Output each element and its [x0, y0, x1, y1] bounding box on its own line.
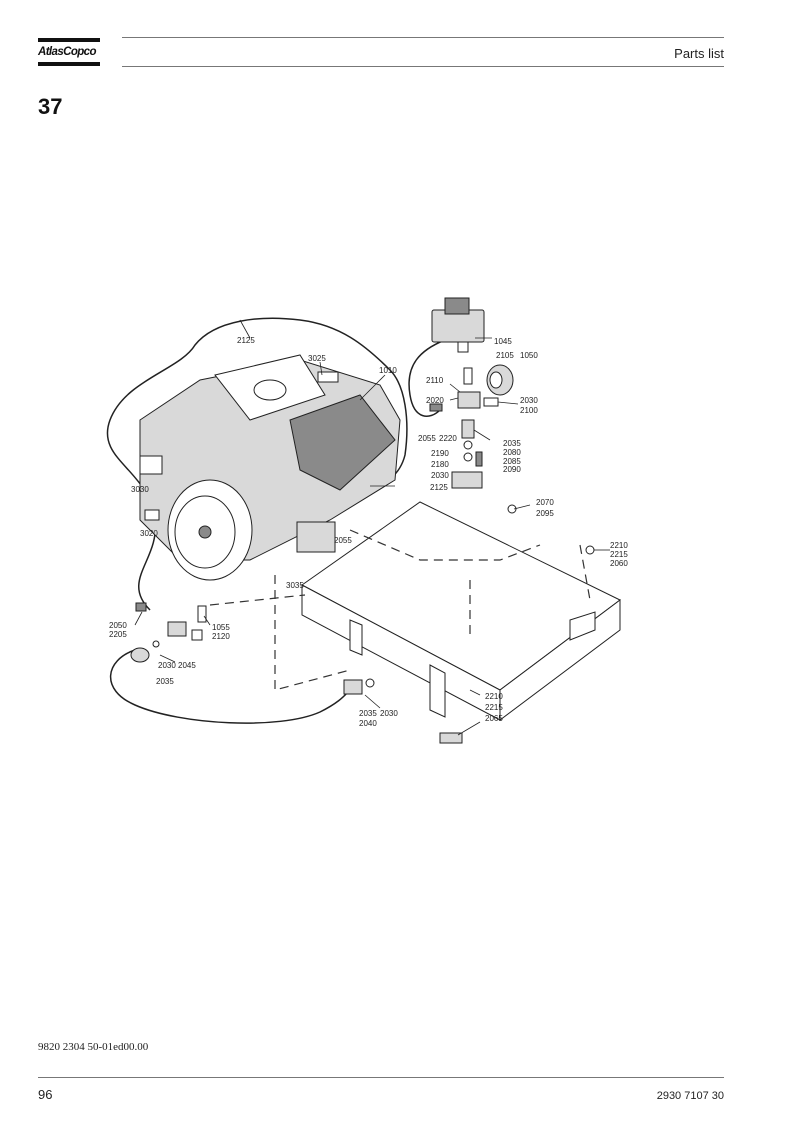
callout-2080: 2080	[503, 448, 521, 457]
callout-2210: 2210	[610, 541, 628, 550]
assembly-line-e	[579, 544, 591, 601]
callout-2095: 2095	[536, 509, 554, 518]
callout-2085: 2085	[503, 457, 521, 466]
callout-2030: 2030	[431, 471, 449, 480]
callout-1010: 1010	[379, 366, 397, 375]
valve-block-2020	[429, 367, 595, 693]
callout-1045: 1045	[494, 337, 512, 346]
callout-2070: 2070	[536, 498, 554, 507]
callout-2055-lower: 2055	[334, 536, 352, 545]
callout-3025: 3025	[308, 354, 326, 363]
callout-2050: 2050	[109, 621, 127, 630]
pressure-gauge-1050	[486, 364, 514, 396]
callout-2110: 2110	[426, 376, 444, 385]
callout-2120: 2120	[212, 632, 230, 641]
header-rule-top	[122, 37, 724, 38]
section-title: Parts list	[674, 46, 724, 61]
callout-2220: 2220	[439, 434, 457, 443]
callout-2205: 2205	[109, 630, 127, 639]
callout-3020: 3020	[140, 529, 158, 538]
fittings-2045	[130, 602, 375, 695]
base-frame-2060	[301, 501, 621, 744]
callout-2105: 2105	[496, 351, 514, 360]
callout-2090: 2090	[503, 465, 521, 474]
callout-2100: 2100	[520, 406, 538, 415]
callout-3035: 3035	[286, 581, 304, 590]
callout-2030: 2030	[520, 396, 538, 405]
callout-2035: 2035	[503, 439, 521, 448]
callout-2040: 2040	[359, 719, 377, 728]
assembly-line-a	[274, 575, 351, 691]
folio-number: 96	[38, 1087, 53, 1102]
logo-bar-bottom	[38, 62, 100, 66]
callout-2060: 2060	[610, 559, 628, 568]
pipe-1045-loop	[408, 339, 446, 417]
callout-2215: 2215	[610, 550, 628, 559]
callout-2035-lower: 2035	[156, 677, 174, 686]
callout-2190: 2190	[431, 449, 449, 458]
callout-2180: 2180	[431, 460, 449, 469]
pipe-2040	[109, 649, 351, 724]
atlas-copco-logo: AtlasCopco	[38, 38, 100, 68]
leader-lines	[134, 319, 610, 736]
callout-1055: 1055	[212, 623, 230, 632]
part-number: 2930 7107 30	[656, 1090, 724, 1102]
logo-wordmark: AtlasCopco	[38, 46, 97, 58]
pressure-switch-1045	[431, 297, 485, 353]
document-code: 9820 2304 50-01ed00.00	[38, 1041, 149, 1053]
callout-2125-lower: 2125	[430, 483, 448, 492]
assembly-line-b	[209, 594, 306, 606]
header-rule-bottom	[122, 66, 724, 67]
callout-2030-right: 2030	[380, 709, 398, 718]
logo-bar-top	[38, 38, 100, 42]
callout-2030-lower: 2030	[158, 661, 176, 670]
callout-2215-lower: 2215	[485, 703, 503, 712]
page-number: 37	[38, 94, 63, 119]
footer-rule	[38, 1077, 724, 1078]
callout-2035-right: 2035	[359, 709, 377, 718]
callout-2020: 2020	[426, 396, 444, 405]
callout-2065: 2065	[485, 714, 503, 723]
callout-2210-lower: 2210	[485, 692, 503, 701]
compressor-unit-1010	[139, 354, 401, 581]
callout-2055: 2055	[418, 434, 436, 443]
callout-2125: 2125	[237, 336, 255, 345]
callout-3030: 3030	[131, 485, 149, 494]
assembly-line-d	[349, 529, 541, 561]
callout-2045: 2045	[178, 661, 196, 670]
callout-1050: 1050	[520, 351, 538, 360]
